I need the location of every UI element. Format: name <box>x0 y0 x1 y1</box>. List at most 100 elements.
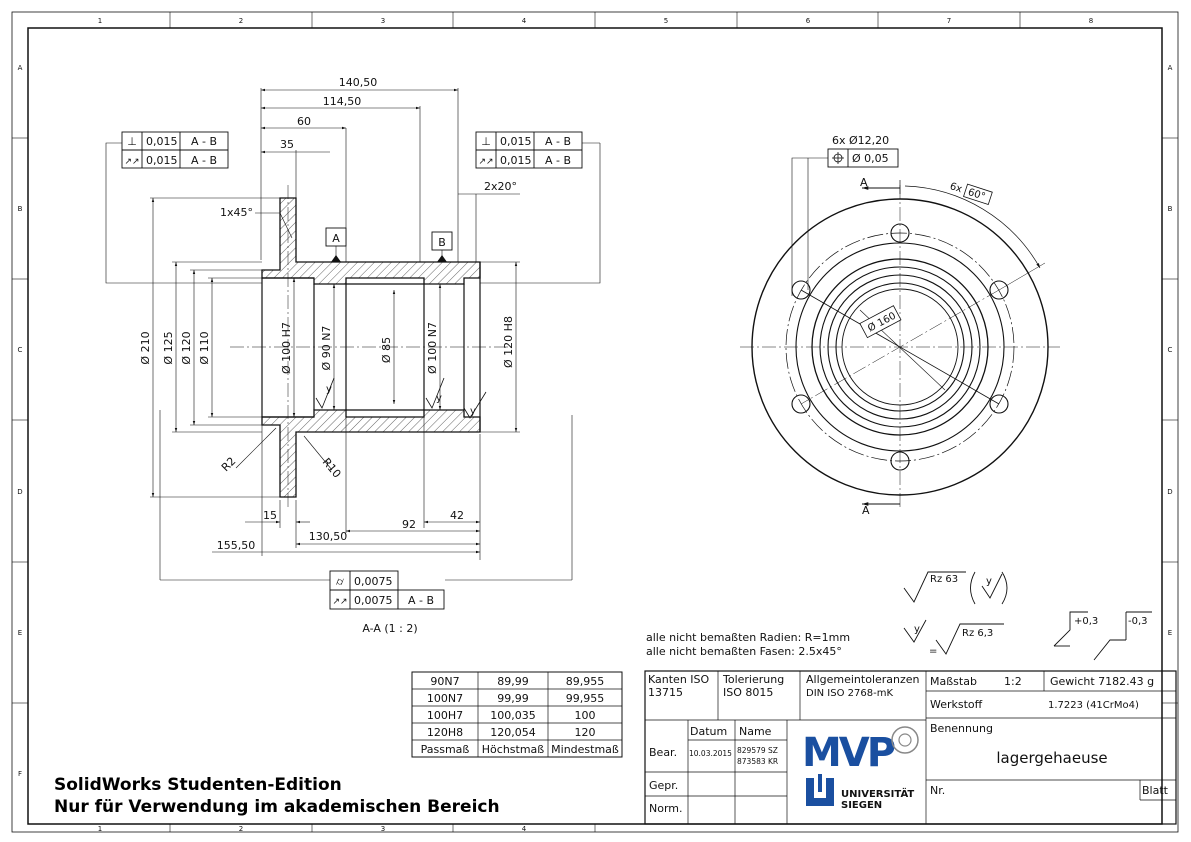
tb-benennung-label: Benennung <box>930 722 993 735</box>
zone-col-1-bottom: 1 <box>98 825 102 833</box>
fit-row-1-min: 89,955 <box>566 675 605 688</box>
dim-dia-110: Ø 110 <box>198 331 211 364</box>
fcf-right-ref-1: A - B <box>545 135 571 148</box>
fit-footer-min: Mindestmaß <box>551 743 619 756</box>
fit-row-1-name: 90N7 <box>430 675 459 688</box>
surface-y-symbol: y <box>914 624 920 635</box>
fcf-right-ref-2: A - B <box>545 154 571 167</box>
sheet-frame <box>11 11 1179 833</box>
zone-row-a: A <box>18 64 23 72</box>
surface-main-value: Rz 63 <box>930 574 958 585</box>
dim-dia-100-n7: Ø 100 N7 <box>426 322 439 374</box>
fcf-right-tol-2: 0,015 <box>500 154 532 167</box>
dim-60: 60 <box>297 115 311 128</box>
zone-col-7: 7 <box>947 17 951 25</box>
tb-kanten: Kanten ISO <box>648 673 710 686</box>
note-radii: alle nicht bemaßten Radien: R=1mm <box>646 631 850 644</box>
zone-row-e: E <box>18 629 22 637</box>
fcf-right: ⊥ 0,015 A - B ↗↗ 0,015 A - B <box>475 131 600 169</box>
dim-dia-85: Ø 85 <box>380 337 393 363</box>
section-mark-a-bottom: A <box>862 504 870 517</box>
dim-dia-210: Ø 210 <box>139 331 152 364</box>
front-view-texts: A A 6x 60° Ø 160 <box>859 176 993 517</box>
tb-bear-name-2: 873583 KR <box>737 757 778 766</box>
fcf-right-runout-icon: ↗↗ <box>478 157 493 167</box>
title-block: Kanten ISO 13715 Tolerierung ISO 8015 Al… <box>644 670 1177 825</box>
tb-name-label: Name <box>739 725 772 738</box>
dim-dia-125: Ø 125 <box>162 331 175 364</box>
surface-y-2: y <box>436 393 442 404</box>
section-mark-a-top: A <box>860 176 868 189</box>
dim-92: 92 <box>402 518 416 531</box>
surface-y-1: y <box>326 384 332 395</box>
zone-col-1: 1 <box>98 17 102 25</box>
zone-col-2-bottom: 2 <box>239 825 243 833</box>
surface-symbols <box>903 571 1152 661</box>
tb-werkstoff: 1.7223 (41CrMo4) <box>1048 700 1139 711</box>
watermark-line-2: Nur für Verwendung im akademischen Berei… <box>54 797 500 817</box>
fit-row-4-min: 120 <box>575 726 596 739</box>
dim-35: 35 <box>280 138 294 151</box>
fcf-bottom-tol-1: 0,0075 <box>354 575 393 588</box>
fit-row-3-name: 100H7 <box>427 709 463 722</box>
tb-massstab-label: Maßstab <box>930 675 977 688</box>
front-hole-callout: Ø 0,05 6x Ø12,20 <box>827 134 899 168</box>
fcf-right-perpendicularity-icon: ⊥ <box>481 135 491 148</box>
fcf-bottom-cylindricity-icon: ⌭ <box>336 575 344 588</box>
dim-dia-120: Ø 120 <box>180 331 193 364</box>
note-chamfers: alle nicht bemaßten Fasen: 2.5x45° <box>646 645 842 658</box>
dim-dia-120-h8: Ø 120 H8 <box>502 316 515 368</box>
tb-nr-label: Nr. <box>930 784 945 797</box>
tb-bear-date: 10.03.2015 <box>689 749 732 758</box>
zone-col-8: 8 <box>1089 17 1093 25</box>
dim-15: 15 <box>263 509 277 522</box>
zone-row-b-right: B <box>1168 205 1173 213</box>
fit-footer-name: Passmaß <box>421 743 470 756</box>
front-view <box>740 157 1060 510</box>
position-tolerance: Ø 0,05 <box>852 152 889 165</box>
dim-r2: R2 <box>219 455 239 475</box>
zone-col-6: 6 <box>806 17 811 25</box>
dim-155-50: 155,50 <box>217 539 256 552</box>
fit-row-2-name: 100N7 <box>427 692 463 705</box>
dim-dia-90-n7: Ø 90 N7 <box>320 326 333 371</box>
uni-logo-line-2: SIEGEN <box>841 800 882 811</box>
minus-tolerance: -0,3 <box>1128 616 1148 627</box>
zone-col-5: 5 <box>664 17 668 25</box>
dim-114-50: 114,50 <box>323 95 362 108</box>
plus-tolerance: +0,3 <box>1074 616 1098 627</box>
fcf-right-tol-1: 0,015 <box>500 135 532 148</box>
mvp-logo-text: MVP <box>802 730 895 776</box>
zone-row-d-right: D <box>1167 488 1172 496</box>
tb-massstab: 1:2 <box>1004 675 1022 688</box>
mvp-logo: MVP <box>802 726 919 776</box>
tb-tolerierung: Tolerierung <box>722 673 784 686</box>
tb-allgemein: Allgemeintoleranzen <box>806 673 920 686</box>
frame-zone-labels: 1 2 3 4 5 6 7 8 1 2 3 4 A B C D E F A B … <box>17 17 1172 833</box>
fit-footer-max: Höchstmaß <box>482 743 545 756</box>
zone-col-3-bottom: 3 <box>381 825 385 833</box>
surface-texts: Rz 63 y y = Rz 6,3 +0,3 -0,3 <box>914 574 1148 657</box>
fit-row-3-min: 100 <box>575 709 596 722</box>
dim-chamfer-1x45: 1x45° <box>220 206 253 219</box>
section-view <box>105 88 601 581</box>
fit-row-1-max: 89,99 <box>497 675 529 688</box>
surface-equals: = <box>929 646 937 657</box>
fit-row-2-min: 99,955 <box>566 692 605 705</box>
zone-col-4-bottom: 4 <box>522 825 527 833</box>
fcf-bottom-ref-2: A - B <box>408 594 434 607</box>
zone-row-d: D <box>17 488 22 496</box>
university-siegen-logo: UNIVERSITÄT SIEGEN <box>806 774 914 811</box>
fcf-left-runout-icon: ↗↗ <box>124 157 139 167</box>
dim-dia-100-h7: Ø 100 H7 <box>280 322 293 374</box>
angle-box: 60° <box>966 187 986 203</box>
fit-row-4-max: 120,054 <box>490 726 536 739</box>
zone-row-c-right: C <box>1168 346 1173 354</box>
tb-allgemein-no: DIN ISO 2768-mK <box>806 688 893 699</box>
tb-datum-label: Datum <box>690 725 727 738</box>
tb-tolerierung-no: ISO 8015 <box>723 686 773 699</box>
fit-row-2-max: 99,99 <box>497 692 529 705</box>
section-view-label: A-A (1 : 2) <box>362 622 417 635</box>
fits-table: 90N7 89,99 89,955 100N7 99,99 99,955 100… <box>411 671 623 758</box>
general-notes: alle nicht bemaßten Radien: R=1mm alle n… <box>646 631 850 658</box>
